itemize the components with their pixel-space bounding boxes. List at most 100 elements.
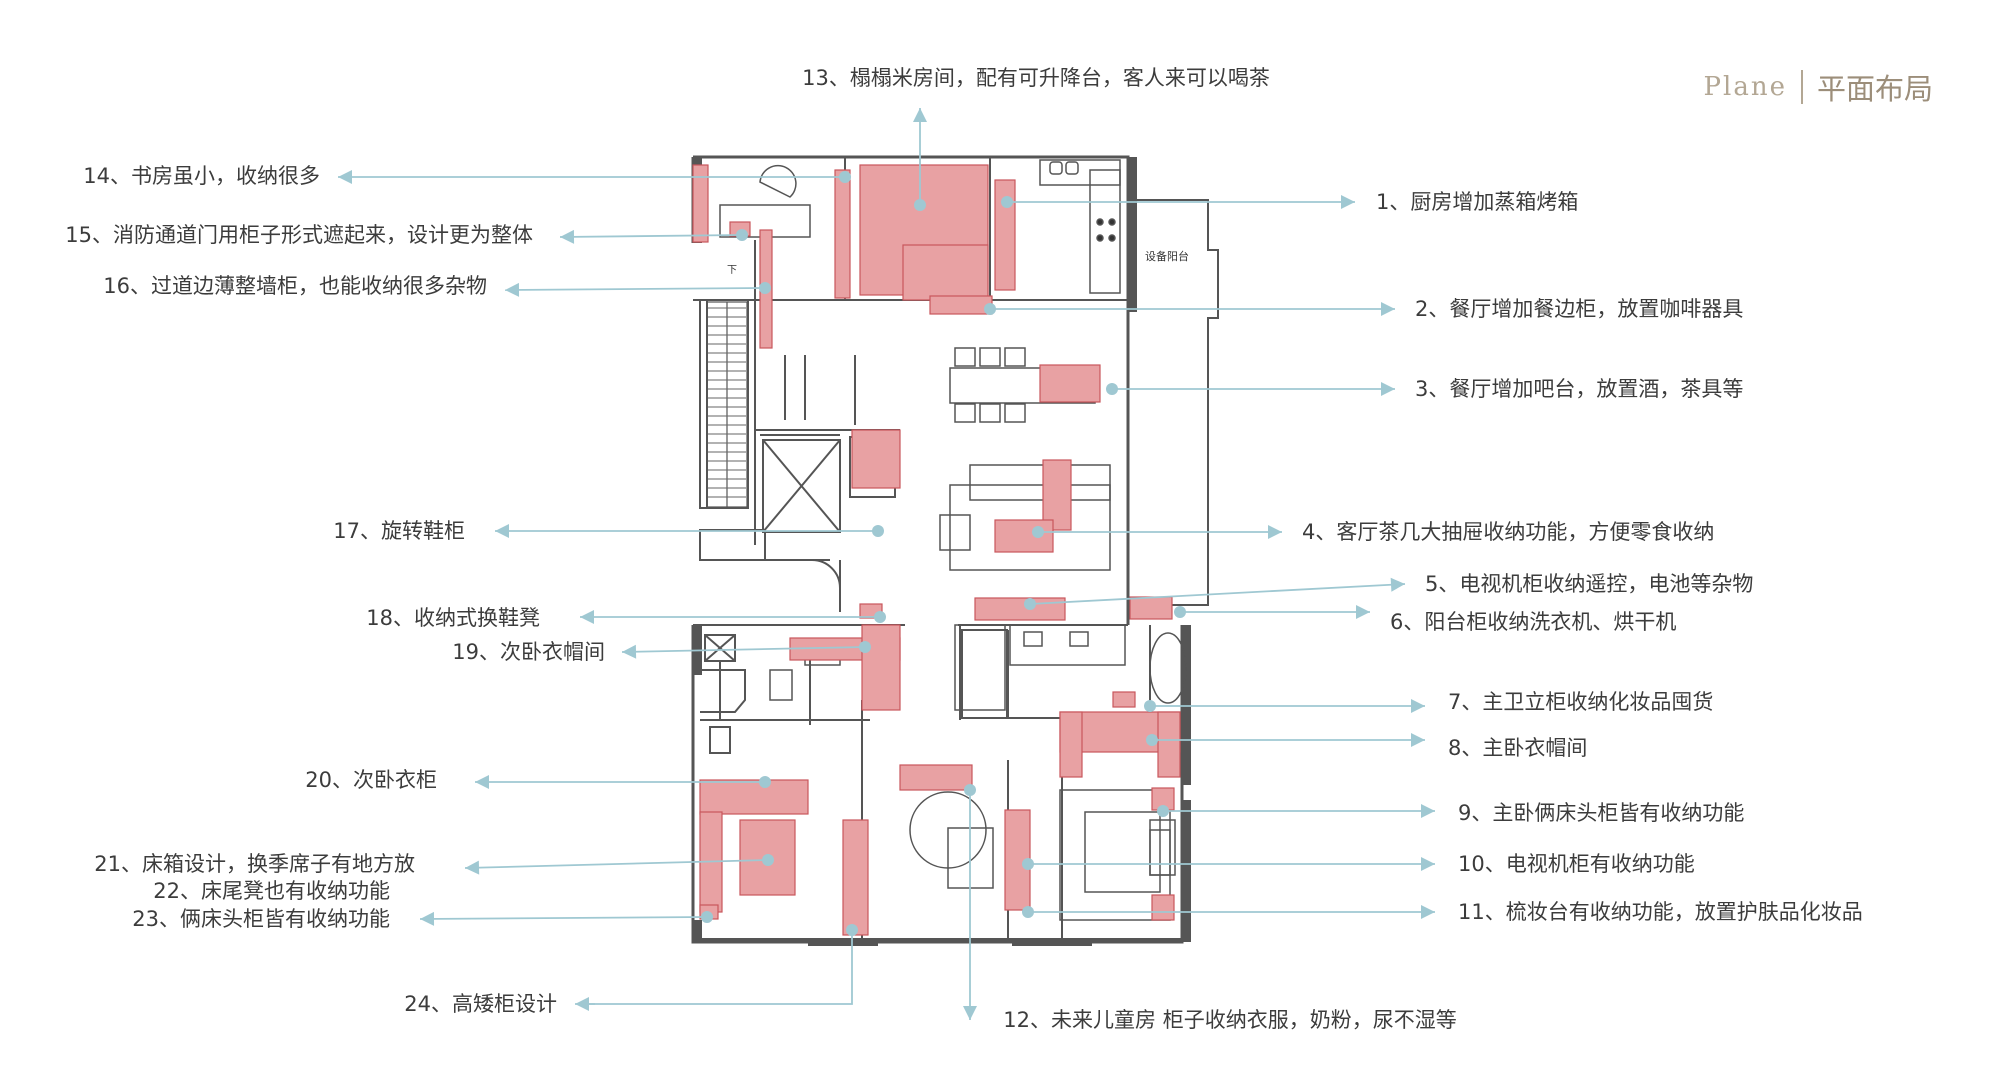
leader-dot	[1157, 805, 1169, 817]
leader-dot	[701, 911, 713, 923]
leader-dot	[859, 641, 871, 653]
annotation-label: 17、旋转鞋柜	[333, 519, 465, 543]
leader-dot	[1144, 700, 1156, 712]
leader-dot	[872, 525, 884, 537]
annotation-label: 7、主卫立柜收纳化妆品囤货	[1448, 690, 1714, 714]
leader-arrowhead	[1421, 905, 1435, 919]
leader-lines	[338, 108, 1435, 1020]
annotation-label: 6、阳台柜收纳洗衣机、烘干机	[1390, 610, 1677, 634]
storage-block	[1157, 711, 1181, 778]
leader-arrowhead	[1411, 699, 1425, 713]
annotation-label: 14、书房虽小，收纳很多	[83, 164, 320, 188]
leader-line	[1029, 583, 1406, 605]
annotation-label: 1、厨房增加蒸箱烤箱	[1376, 190, 1579, 214]
storage-block	[1059, 711, 1083, 778]
leader-arrowhead	[1268, 525, 1282, 539]
leader-dot	[1024, 598, 1036, 610]
leader-arrowhead	[1381, 302, 1395, 316]
annotation-label: 22、床尾凳也有收纳功能	[153, 879, 390, 903]
annotation-label: 11、梳妆台有收纳功能，放置护肤品化妆品	[1458, 900, 1863, 924]
leader-dot	[984, 303, 996, 315]
annotation-label: 13、榻榻米房间，配有可升降台，客人来可以喝茶	[802, 66, 1270, 90]
annotation-label: 12、未来儿童房 柜子收纳衣服，奶粉，尿不湿等	[1003, 1008, 1457, 1032]
leader-arrowhead	[560, 229, 575, 244]
annotation-label: 3、餐厅增加吧台，放置酒，茶具等	[1415, 377, 1744, 401]
leader-arrowhead	[420, 911, 435, 926]
leader-arrowhead	[338, 170, 352, 184]
storage-block	[842, 819, 869, 936]
storage-block	[994, 519, 1054, 553]
leader-dot	[1106, 383, 1118, 395]
leader-dot	[759, 282, 771, 294]
leader-arrowhead	[913, 108, 927, 122]
leader-dot	[839, 171, 851, 183]
leader-dot	[1001, 196, 1013, 208]
leader-dot	[736, 229, 748, 241]
leader-dot	[1146, 734, 1158, 746]
storage-block	[699, 779, 809, 815]
leader-arrowhead	[1411, 733, 1425, 747]
leader-line	[621, 646, 866, 653]
leader-arrowhead	[475, 775, 489, 789]
brand-divider	[1800, 70, 1803, 104]
storage-block	[899, 764, 973, 791]
storage-block	[994, 179, 1016, 291]
annotation-label: 18、收纳式换鞋凳	[366, 606, 540, 630]
stair-mark: 下	[727, 265, 737, 276]
leader-arrowhead	[622, 644, 637, 659]
annotation-label: 24、高矮柜设计	[404, 992, 557, 1016]
storage-block	[1112, 691, 1136, 708]
storage-block	[929, 295, 993, 315]
leader-arrowhead	[580, 610, 594, 624]
leader-arrowhead	[495, 524, 509, 538]
annotation-label: 2、餐厅增加餐边柜，放置咖啡器具	[1415, 297, 1744, 321]
leader-line	[559, 234, 743, 238]
brand-header: Plane 平面布局	[1704, 66, 1933, 108]
leader-dot	[874, 611, 886, 623]
leader-dot	[762, 854, 774, 866]
leader-line	[419, 916, 708, 920]
annotation-label: 9、主卧俩床头柜皆有收纳功能	[1458, 801, 1745, 825]
stair-steps	[708, 307, 746, 498]
storage-block	[1042, 459, 1072, 531]
annotation-label: 16、过道边薄整墙柜，也能收纳很多杂物	[103, 274, 487, 298]
leader-arrowhead	[505, 282, 520, 297]
storage-block	[692, 164, 709, 243]
leader-dot	[1032, 526, 1044, 538]
leader-line	[589, 930, 853, 1005]
leader-arrowhead	[465, 860, 480, 875]
storage-block	[1129, 596, 1173, 620]
storage-blocks	[692, 164, 1181, 936]
annotation-label: 19、次卧衣帽间	[452, 640, 605, 664]
annotation-label: 5、电视机柜收纳遥控，电池等杂物	[1425, 572, 1754, 596]
storage-block	[1039, 364, 1101, 403]
leader-arrowhead	[1341, 195, 1355, 209]
leader-dot	[914, 199, 926, 211]
room-label-equipment-balcony: 设备阳台	[1145, 249, 1189, 263]
storage-block	[974, 597, 1066, 621]
annotation-label: 21、床箱设计，换季席子有地方放	[94, 852, 415, 876]
leader-arrowhead	[1381, 382, 1395, 396]
annotation-label: 15、消防通道门用柜子形式遮起来，设计更为整体	[65, 223, 533, 247]
staircase	[706, 301, 748, 508]
brand-english: Plane	[1703, 72, 1787, 102]
storage-block	[861, 624, 901, 711]
leader-line	[504, 287, 766, 291]
leader-line	[464, 859, 769, 869]
leader-dot	[1022, 906, 1034, 918]
leader-dot	[964, 784, 976, 796]
storage-block	[834, 169, 851, 299]
leader-arrowhead	[1356, 605, 1370, 619]
annotation-label: 20、次卧衣柜	[305, 768, 437, 792]
annotation-label: 4、客厅茶几大抽屉收纳功能，方便零食收纳	[1302, 520, 1715, 544]
storage-block	[1151, 894, 1175, 921]
leader-dot	[1174, 606, 1186, 618]
leader-arrowhead	[1421, 804, 1435, 818]
annotation-label: 8、主卧衣帽间	[1448, 736, 1588, 760]
annotation-label: 23、俩床头柜皆有收纳功能	[132, 907, 390, 931]
leader-dot	[759, 776, 771, 788]
storage-block	[902, 244, 989, 301]
storage-block	[851, 429, 901, 489]
